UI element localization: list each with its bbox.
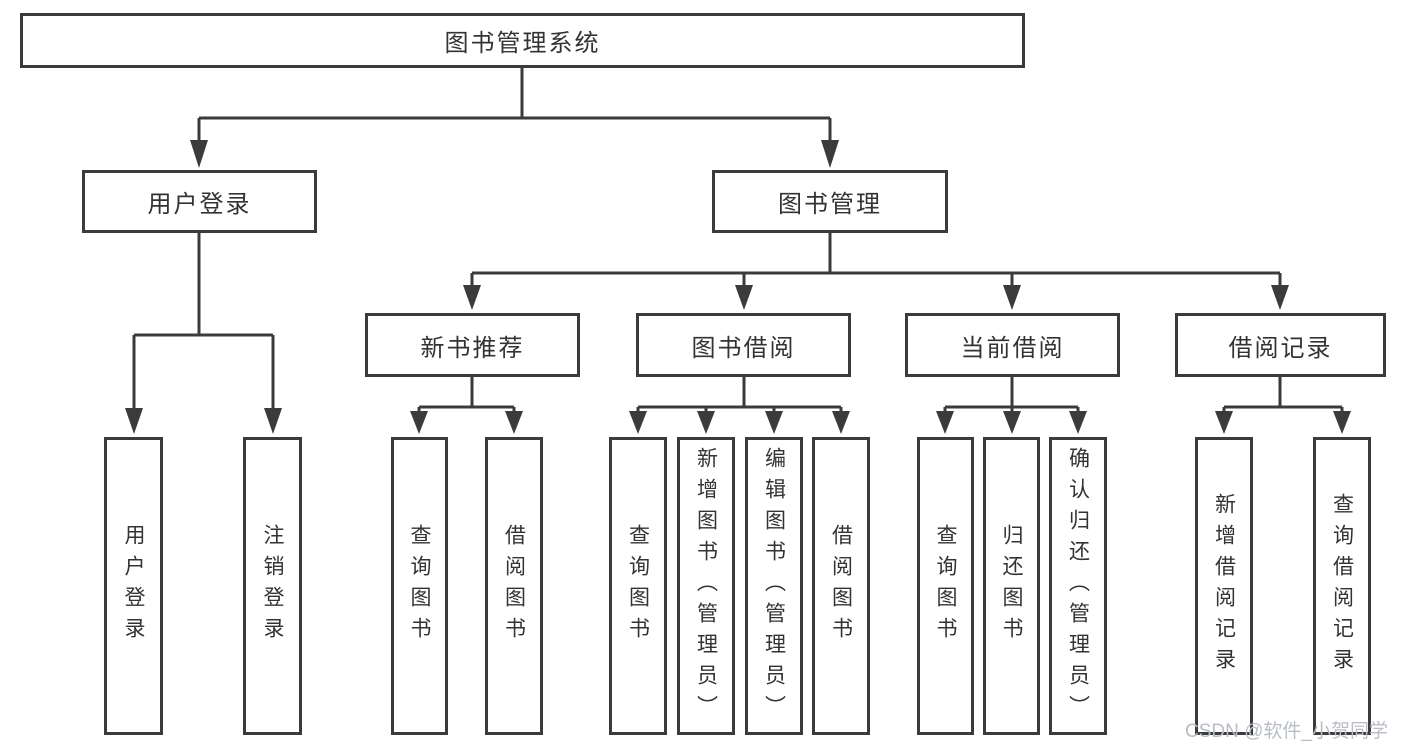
leaf-borrow-books-2: 借阅图书 [812, 437, 870, 735]
arrowhead [264, 408, 282, 434]
arrowhead [1215, 411, 1233, 434]
leaf-edit-books-admin: 编辑图书（管理员） [745, 437, 803, 735]
node-new-book-recommend: 新书推荐 [365, 313, 580, 377]
arrowhead [1069, 411, 1087, 434]
arrowhead [832, 411, 850, 434]
leaf-query-books-1: 查询图书 [391, 437, 448, 735]
leaf-query-books-3: 查询图书 [917, 437, 974, 735]
node-borrow-records: 借阅记录 [1175, 313, 1386, 377]
node-current-borrowing: 当前借阅 [905, 313, 1120, 377]
node-user-login: 用户登录 [82, 170, 317, 233]
leaf-query-borrow-record: 查询借阅记录 [1313, 437, 1371, 735]
leaf-borrow-books-1: 借阅图书 [485, 437, 543, 735]
leaf-query-books-2: 查询图书 [609, 437, 667, 735]
arrowhead [1003, 411, 1021, 434]
node-root: 图书管理系统 [20, 13, 1025, 68]
leaf-confirm-return-admin: 确认归还（管理员） [1049, 437, 1107, 735]
arrowhead [765, 411, 783, 434]
leaf-user-login: 用户登录 [104, 437, 163, 735]
node-book-borrowing: 图书借阅 [636, 313, 851, 377]
arrowhead [505, 411, 523, 434]
arrowhead [1003, 285, 1021, 310]
arrowhead [125, 408, 143, 434]
arrowhead [821, 140, 839, 168]
arrowhead [629, 411, 647, 434]
arrowhead [190, 140, 208, 168]
arrowhead [1333, 411, 1351, 434]
leaf-add-borrow-record: 新增借阅记录 [1195, 437, 1253, 735]
leaf-add-books-admin: 新增图书（管理员） [677, 437, 735, 735]
arrowhead [735, 285, 753, 310]
arrowhead [697, 411, 715, 434]
arrowhead [936, 411, 954, 434]
arrowhead [1271, 285, 1289, 310]
node-book-management: 图书管理 [712, 170, 948, 233]
arrowhead [463, 285, 481, 310]
leaf-return-books: 归还图书 [983, 437, 1040, 735]
leaf-logout: 注销登录 [243, 437, 302, 735]
arrowhead [410, 411, 428, 434]
csdn-watermark: CSDN @软件_小贺同学 [1185, 721, 1388, 742]
